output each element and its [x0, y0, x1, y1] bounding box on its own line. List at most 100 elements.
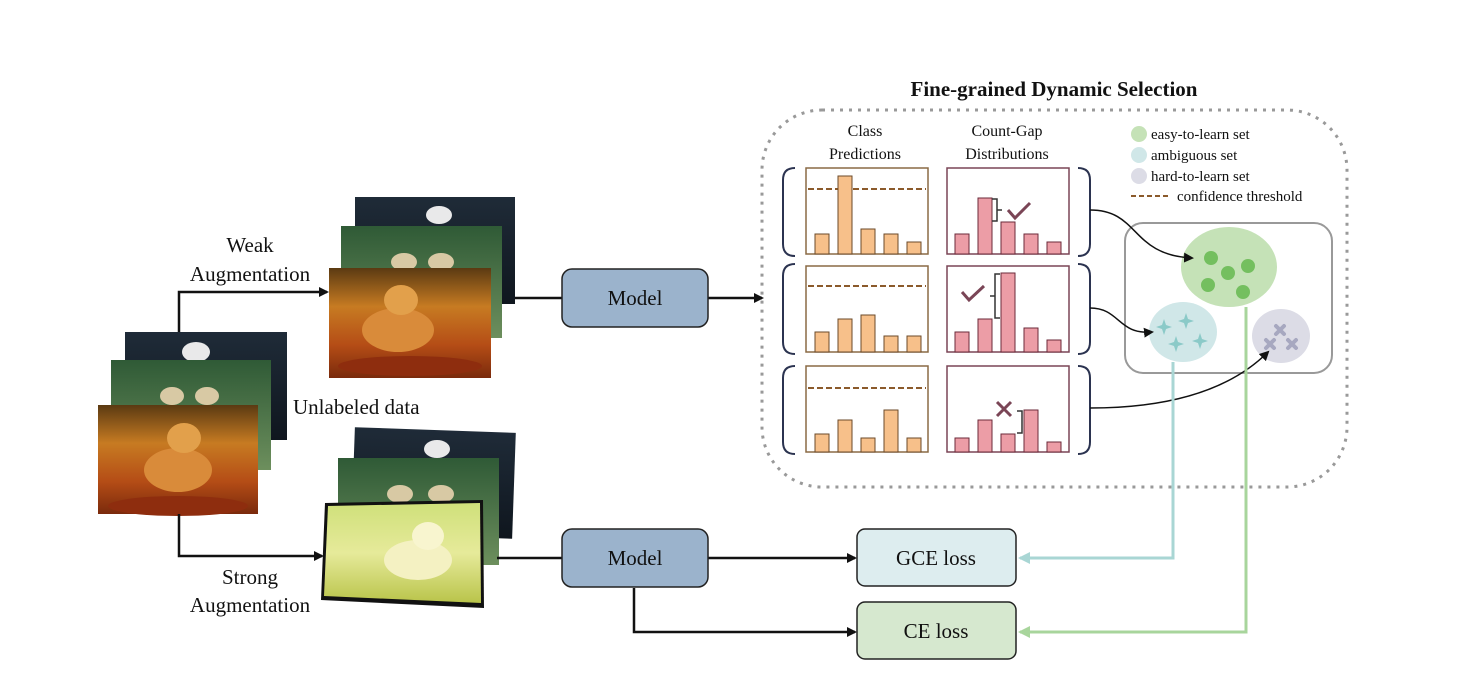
class-bar [837, 175, 853, 255]
legend-hard: hard-to-learn set [1151, 169, 1251, 185]
strong-label-line2: Augmentation [190, 593, 311, 617]
gap-chart-row1 [946, 167, 1070, 255]
arrow-row3-to-hard [1089, 350, 1270, 409]
gap-bar [1023, 233, 1039, 255]
gap-bar [954, 233, 970, 255]
ce-loss-box: CE loss [856, 601, 1017, 660]
gap-bar [977, 197, 993, 255]
gap-bar [1000, 433, 1016, 453]
gap-bar [954, 437, 970, 453]
bracket-left-row3 [782, 365, 796, 455]
class-bar [860, 228, 876, 255]
gap-chart-row3 [946, 365, 1070, 453]
class-bar [906, 241, 922, 255]
strong-image-bright [321, 500, 484, 608]
column-class-line1: Class [848, 123, 883, 140]
bracket-right-row2 [1077, 263, 1091, 355]
sparkle-icon [1192, 333, 1208, 349]
gap-bar [1023, 327, 1039, 353]
check-icon [1006, 201, 1032, 221]
gap-bar [977, 318, 993, 353]
hard-set [1252, 309, 1310, 363]
class-bar [814, 233, 830, 255]
legend-easy: easy-to-learn set [1151, 127, 1251, 143]
class-bar [860, 314, 876, 353]
gap-bar [1000, 272, 1016, 353]
sparkle-icon [1156, 319, 1172, 335]
gce-loss-box: GCE loss [856, 528, 1017, 587]
class-chart-row2 [805, 265, 929, 353]
gce-loss-label: GCE loss [896, 546, 976, 570]
ce-loss-label: CE loss [904, 619, 969, 643]
image-golden-retriever [98, 405, 258, 516]
column-gap-line1: Count-Gap [971, 123, 1042, 140]
cross-icon [995, 400, 1013, 418]
class-bar [883, 335, 899, 353]
model-box-top: Model [561, 268, 709, 328]
ambiguous-to-gce-line [1018, 362, 1175, 564]
strong-augmentation-stack [321, 427, 516, 608]
gap-bar [977, 419, 993, 453]
sparkle-icon [1168, 336, 1184, 352]
model-label-bottom: Model [608, 546, 663, 570]
gap-bracket [992, 198, 1002, 222]
unlabeled-data-stack [98, 332, 287, 516]
legend-ambiguous-swatch [1131, 147, 1147, 163]
arrow-row1-to-easy [1089, 209, 1194, 263]
legend-easy-swatch [1131, 126, 1147, 142]
gap-bar [1000, 221, 1016, 255]
gap-bar [1046, 241, 1062, 255]
ambiguous-set [1149, 302, 1217, 362]
legend: easy-to-learn set ambiguous set hard-to-… [1131, 126, 1303, 205]
model-box-bottom: Model [561, 528, 709, 588]
selection-title: Fine-grained Dynamic Selection [911, 77, 1198, 101]
easy-set [1181, 227, 1277, 307]
legend-threshold: confidence threshold [1177, 189, 1303, 205]
arrow-to-ce [632, 588, 857, 637]
class-chart-row1 [805, 167, 929, 255]
column-gap-line2: Distributions [965, 146, 1049, 163]
class-bar [906, 437, 922, 453]
cross-icon [1274, 324, 1286, 336]
class-bar [883, 233, 899, 255]
class-bar [906, 335, 922, 353]
class-bar [860, 437, 876, 453]
legend-ambiguous: ambiguous set [1151, 148, 1238, 164]
cross-icon [1264, 338, 1276, 350]
weak-image-golden [329, 268, 491, 378]
sets-panel [1124, 222, 1333, 374]
strong-label-line1: Strong [222, 565, 279, 589]
bracket-left-row1 [782, 167, 796, 257]
gap-bracket [1017, 410, 1023, 434]
easy-to-ce-line [1018, 307, 1248, 638]
model-label-top: Model [608, 286, 663, 310]
class-bar [814, 331, 830, 353]
class-bar [837, 419, 853, 453]
unlabeled-data-label: Unlabeled data [293, 395, 420, 419]
weak-label-line1: Weak [226, 233, 274, 257]
class-bar [837, 318, 853, 353]
check-icon [960, 284, 986, 303]
arrow-row2-to-ambiguous [1089, 307, 1154, 338]
gap-chart-row2 [946, 265, 1070, 353]
column-class-line2: Predictions [829, 146, 901, 163]
legend-hard-swatch [1131, 168, 1147, 184]
sparkle-icon [1178, 313, 1194, 329]
arrow-to-weak [177, 287, 329, 332]
weak-label-line2: Augmentation [190, 262, 311, 286]
gap-bar [1046, 441, 1062, 453]
cross-icon [1286, 338, 1298, 350]
gap-bar [1023, 409, 1039, 453]
arrow-to-strong [177, 514, 324, 561]
routing-arrows [1089, 209, 1270, 409]
gap-bar [954, 331, 970, 353]
class-bar [814, 433, 830, 453]
row-brackets [782, 167, 1091, 455]
class-bar [883, 409, 899, 453]
bracket-right-row3 [1077, 365, 1091, 455]
gap-bracket [990, 273, 1000, 319]
gap-bar [1046, 339, 1062, 353]
class-chart-row3 [805, 365, 929, 453]
weak-augmentation-stack [329, 197, 515, 378]
